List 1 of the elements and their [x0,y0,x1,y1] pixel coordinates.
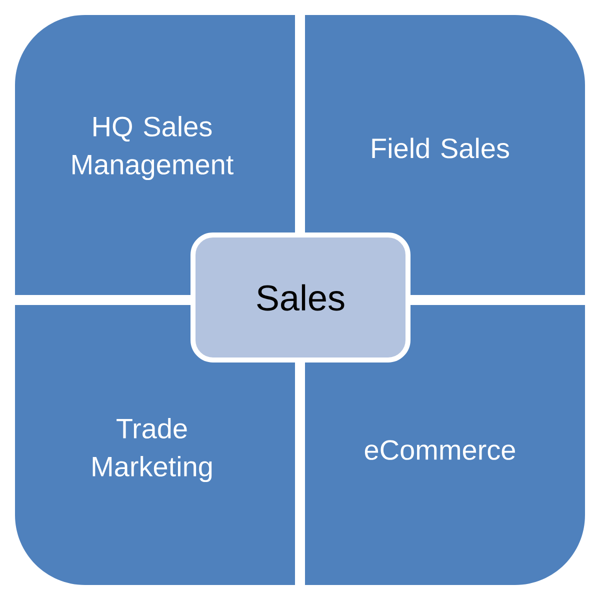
center-box: Sales [190,232,410,362]
